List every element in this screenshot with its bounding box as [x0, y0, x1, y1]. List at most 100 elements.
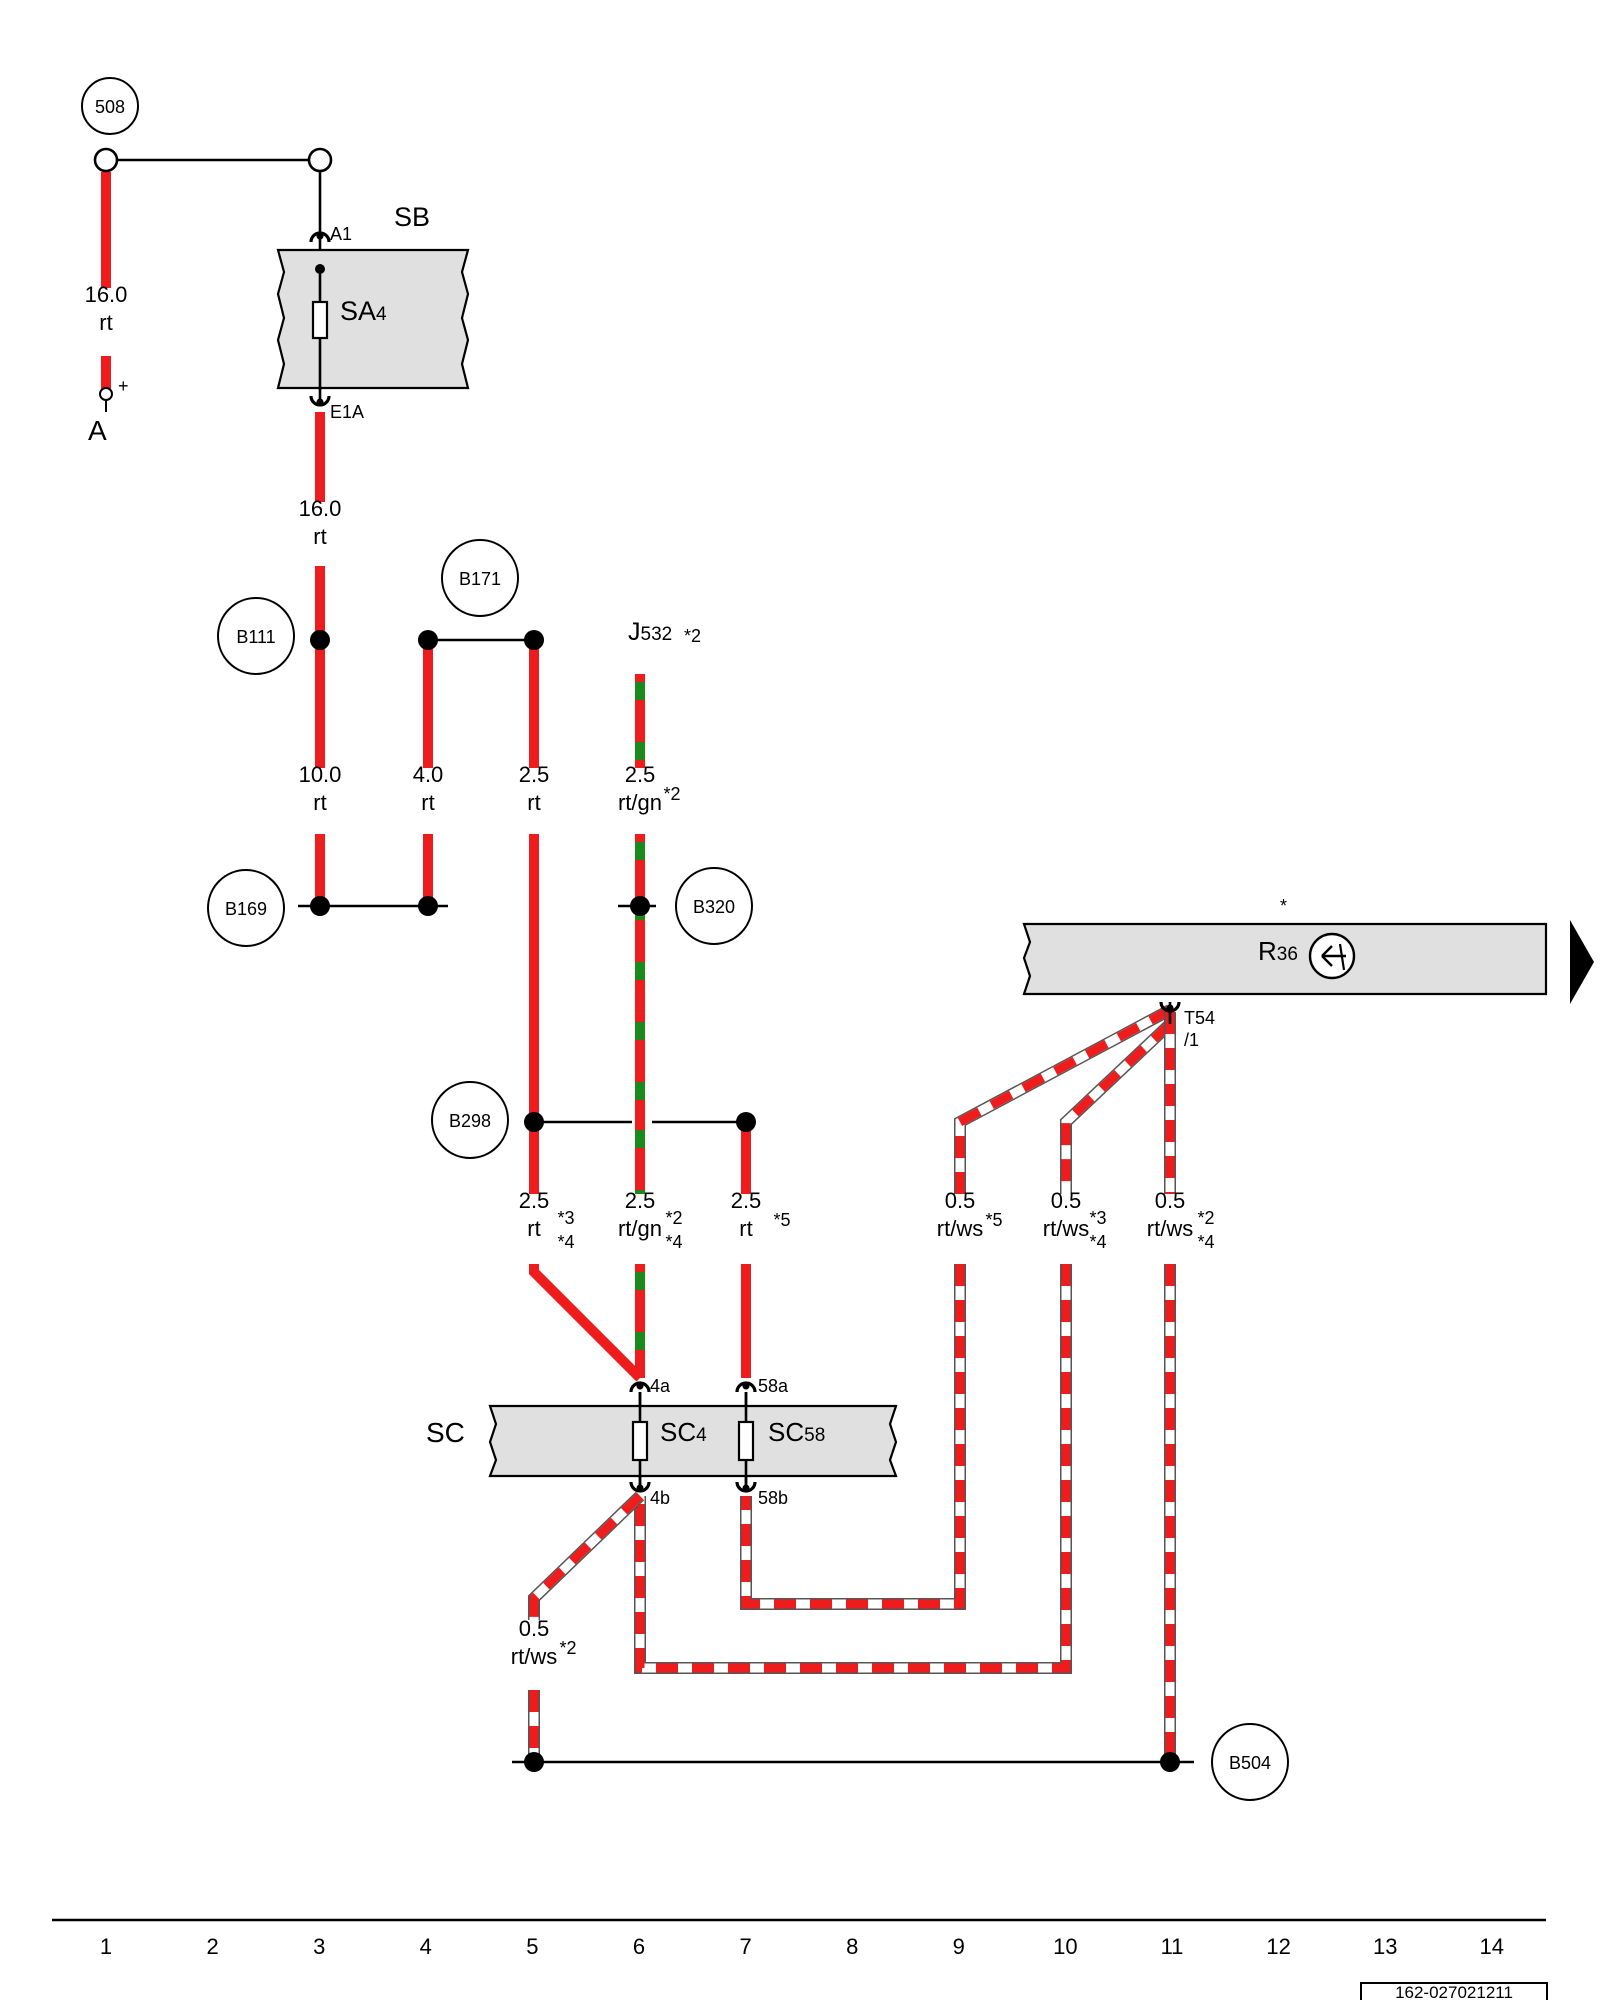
wire-size-label: 0.5	[945, 1188, 976, 1213]
sc-component: SC SC4 SC58 4a 58a 4b 58b	[426, 1376, 898, 1508]
pin-58b-label: 58b	[758, 1488, 788, 1508]
r36-label: R36	[1258, 936, 1298, 966]
r36-note: *	[1280, 896, 1287, 916]
junction-dot	[524, 630, 544, 650]
wire-note-label: *5	[985, 1210, 1002, 1230]
wire-size-label: 4.0	[413, 762, 444, 787]
terminal-point	[307, 147, 333, 173]
wire-w13	[528, 1491, 645, 1762]
wire-w7	[529, 1122, 644, 1382]
wire-note-label: *5	[773, 1210, 790, 1230]
svg-text:508: 508	[95, 97, 125, 117]
wire-size-label: 2.5	[731, 1188, 762, 1213]
junction-dot	[1160, 1752, 1180, 1772]
wire-size-label: 2.5	[625, 762, 656, 787]
document-number: 162-027021211	[1395, 1983, 1513, 2000]
pin-a1-label: A1	[330, 224, 352, 244]
grid-number: 13	[1373, 1934, 1397, 1959]
wire-color-label: rt	[527, 790, 540, 815]
wire-size-label: 0.5	[1051, 1188, 1082, 1213]
battery-polarity: +	[118, 376, 129, 396]
wire-size-label: 2.5	[625, 1188, 656, 1213]
junction-dot	[418, 630, 438, 650]
battery-terminal: A +	[88, 376, 129, 446]
fuse-sc58-label: SC58	[768, 1417, 825, 1447]
svg-text:B504: B504	[1229, 1753, 1271, 1773]
junction-dot	[524, 1752, 544, 1772]
j532-note: *2	[684, 626, 701, 646]
wire-size-label: 0.5	[1155, 1188, 1186, 1213]
svg-text:B171: B171	[459, 569, 501, 589]
pin-4b-label: 4b	[650, 1488, 670, 1508]
grid-number: 3	[313, 1934, 325, 1959]
terminal-point	[93, 147, 119, 173]
wire-color-label: rt	[421, 790, 434, 815]
ground-point: B298	[431, 1081, 509, 1159]
pin-e1a-label: E1A	[330, 402, 364, 422]
ground-point: 508	[81, 77, 139, 135]
sc-label: SC	[426, 1417, 465, 1448]
wires-layer	[101, 172, 1176, 1762]
wire-color-label: rt	[313, 524, 326, 549]
fuse-sa4-symbol	[311, 300, 329, 340]
continuation-arrow-icon	[1570, 920, 1594, 1004]
wire-color-label: rt/gn	[618, 790, 662, 815]
grid-number: 6	[633, 1934, 645, 1959]
svg-text:B320: B320	[693, 897, 735, 917]
wire-w11	[634, 1019, 1175, 1674]
wire-color-label: rt	[739, 1216, 752, 1241]
wire-labels: 16.0rt16.0rt10.0rt4.0rt2.5rt2.5rt/gn*22.…	[85, 282, 1215, 1669]
fuse-sc4-symbol	[631, 1420, 649, 1462]
svg-text:B111: B111	[236, 627, 275, 647]
wire-note-label: *2	[559, 1638, 576, 1658]
pin-t54-sub-label: /1	[1184, 1030, 1199, 1050]
wire-size-label: 2.5	[519, 1188, 550, 1213]
grid-number: 4	[420, 1934, 432, 1959]
wire-size-label: 0.5	[519, 1616, 550, 1641]
wire-color-label: rt	[527, 1216, 540, 1241]
grid-number: 10	[1053, 1934, 1077, 1959]
grid-number: 11	[1161, 1934, 1184, 1959]
junction-dots	[93, 147, 1180, 1772]
ground-point: B111	[217, 597, 295, 675]
junction-dot	[736, 1112, 756, 1132]
wire-color-label: rt/ws	[937, 1216, 983, 1241]
fuse-sc4-label: SC4	[660, 1417, 707, 1447]
wire-size-label: 10.0	[299, 762, 342, 787]
wire-color-label: rt/gn	[618, 1216, 662, 1241]
junction-dot	[418, 896, 438, 916]
wire-w10	[740, 1004, 1173, 1610]
wire-note-label: *4	[665, 1232, 682, 1252]
wire-note-label: *2	[1197, 1208, 1214, 1228]
ground-point: B504	[1211, 1723, 1289, 1801]
sb-component: SB SA4 A1 E1A	[276, 202, 470, 422]
battery-label: A	[88, 415, 107, 446]
grid-number: 14	[1480, 1934, 1504, 1959]
sb-label: SB	[394, 202, 430, 232]
svg-text:B169: B169	[225, 899, 267, 919]
pin-58a-label: 58a	[758, 1376, 789, 1396]
wire-color-label: rt/ws	[1043, 1216, 1089, 1241]
junction-dot	[524, 1112, 544, 1132]
grid-number: 9	[953, 1934, 965, 1959]
wire-note-label: *2	[665, 1208, 682, 1228]
grid-number: 8	[846, 1934, 858, 1959]
junction-dot	[310, 630, 330, 650]
grid-number: 5	[526, 1934, 538, 1959]
pins-layer	[309, 231, 1181, 1493]
wire-color-label: rt/ws	[1147, 1216, 1193, 1241]
j532-component: J532 *2	[628, 618, 701, 646]
fuse-sc58-symbol	[737, 1420, 755, 1462]
wire-note-label: *4	[557, 1232, 574, 1252]
wire-color-label: rt	[313, 790, 326, 815]
svg-text:B298: B298	[449, 1111, 491, 1131]
fuse-sa-label: SA4	[340, 296, 387, 326]
j532-label: J532	[628, 618, 672, 646]
grid-number: 7	[739, 1934, 751, 1959]
wire-size-label: 2.5	[519, 762, 550, 787]
wire-note-label: *2	[663, 784, 680, 804]
junction-dot	[630, 896, 650, 916]
pin-t54-label: T54	[1184, 1008, 1215, 1028]
